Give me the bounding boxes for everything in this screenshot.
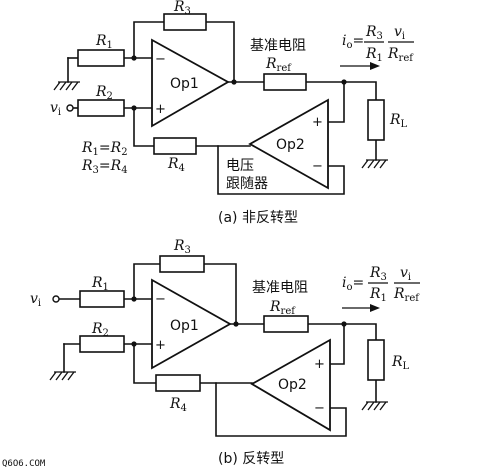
circuit-b-junction-dot [341,321,347,327]
circuit-b-r2-resistor [79,335,125,353]
circuit-a-input-label: vi [50,100,61,118]
circuit-b-r3-resistor [159,255,205,273]
circuit-b-caption: (b) 反转型 [218,451,284,467]
circuit-a-follower-label: 跟随器 [226,176,268,192]
circuit-a-op1-minus-sign: − [155,52,166,67]
circuit-a-input-terminal-icon [66,104,74,112]
circuit-b-input-label: vi [30,291,41,309]
circuit-b-rref-label: Rref [269,299,296,317]
circuit-b-ground-left-icon [49,371,76,381]
circuit-b-current-arrow-icon [342,304,380,312]
circuit-a-r4-label: R4 [167,156,185,174]
circuit-a-r3-resistor [163,13,207,31]
circuit-a-rl-label: RL [389,112,408,130]
circuit-a-equality-r3-r4: R3=R4 [81,158,128,176]
circuit-b-formula-den1: R1 [369,286,387,304]
circuit-b-op2-amplifier [250,338,331,432]
circuit-b-r4-resistor [155,374,201,392]
circuit-a-rref-label: Rref [265,56,292,74]
circuit-b-rl-label: RL [391,354,410,372]
circuit-b-input-terminal-icon [52,295,60,303]
circuit-a-op1-plus-sign: + [155,102,166,117]
circuit-a-wires [67,21,377,195]
circuit-b-r3-label: R3 [173,238,191,256]
circuit-b-ground-right-icon [361,401,388,411]
circuit-a-r1-label: R1 [95,33,113,51]
circuit-b-rl-resistor [367,339,385,381]
circuit-a-r3-label: R3 [173,0,191,17]
circuit-a-junction-dot [231,79,237,85]
circuit-b-junction-dot [131,296,137,302]
circuit-b-op1-amplifier [151,278,232,370]
circuit-b-junction-dot [233,321,239,327]
circuit-a-op2-label: Op2 [276,137,305,153]
circuit-a-current-arrow-icon [340,62,380,70]
circuit-a-rl-resistor [367,99,385,141]
circuit-a-follower-label: 电压 [226,158,254,174]
circuit-a-op1-amplifier [151,38,230,128]
circuit-a-r4-resistor [153,137,197,155]
circuit-b-formula: io= R3 R1 vi Rref [342,265,420,304]
circuit-a: R3 R1 R2 R4 Rref RL Op1 Op2 − + + − 基准电阻… [50,0,414,226]
circuit-a-formula-den2: Rref [387,46,414,64]
circuit-a-op1-label: Op1 [170,76,199,92]
circuit-a-r2-resistor [77,99,125,117]
circuit-a-ground-left-icon [53,81,80,91]
circuit-b-formula-den2: Rref [393,286,420,304]
circuit-b-rref-resistor [263,315,309,333]
circuit-a-ground-right-icon [361,159,388,169]
circuit-b-formula-lhs: io= [342,275,364,293]
circuit-a-caption: (a) 非反转型 [218,210,298,226]
circuit-a-formula-den1: R1 [365,46,383,64]
circuit-b-op1-minus-sign: − [155,292,166,307]
circuit-b-op1-label: Op1 [170,318,199,334]
circuit-a-op2-minus-sign: − [312,159,323,174]
circuit-b-op2-label: Op2 [278,377,307,393]
circuit-b-formula-num1: R3 [369,265,387,283]
circuit-a-formula-num1: R3 [365,24,383,42]
circuit-b-ref-resistor-label: 基准电阻 [252,279,308,296]
circuit-b-op2-minus-sign: − [314,401,325,416]
circuit-b-op2-plus-sign: + [314,357,325,372]
circuit-b-r2-label: R2 [91,321,109,339]
circuit-a-ref-resistor-label: 基准电阻 [250,37,306,54]
circuit-b-r4-label: R4 [169,396,187,414]
circuit-b-formula-num2: vi [400,265,411,283]
circuit-a-junction-dot [131,55,137,61]
circuit-a-equality-r1-r2: R1=R2 [81,140,128,158]
circuit-b-op1-plus-sign: + [155,338,166,353]
circuit-a-op2-plus-sign: + [312,115,323,130]
circuit-a-junction-dot [341,79,347,85]
circuit-a-r2-label: R2 [95,84,113,102]
circuit-a-op2-amplifier [248,98,329,190]
circuit-a-formula-lhs: io= [342,33,364,51]
circuit-a-r1-resistor [77,49,125,67]
circuit-a-formula-num2: vi [394,24,405,42]
circuit-a-formula: io= R3 R1 vi Rref [342,24,414,64]
circuit-b: R3 R1 R2 R4 Rref RL Op1 Op2 − + + − 基准电阻… [30,238,420,467]
circuit-a-rref-resistor [263,73,307,91]
circuit-b-junction-dot [131,341,137,347]
circuit-b-wires [57,263,377,437]
circuit-b-r1-resistor [79,290,125,308]
circuit-b-r1-label: R1 [91,275,109,293]
watermark: Q6O6.COM [2,459,46,469]
circuit-a-junction-dot [131,105,137,111]
